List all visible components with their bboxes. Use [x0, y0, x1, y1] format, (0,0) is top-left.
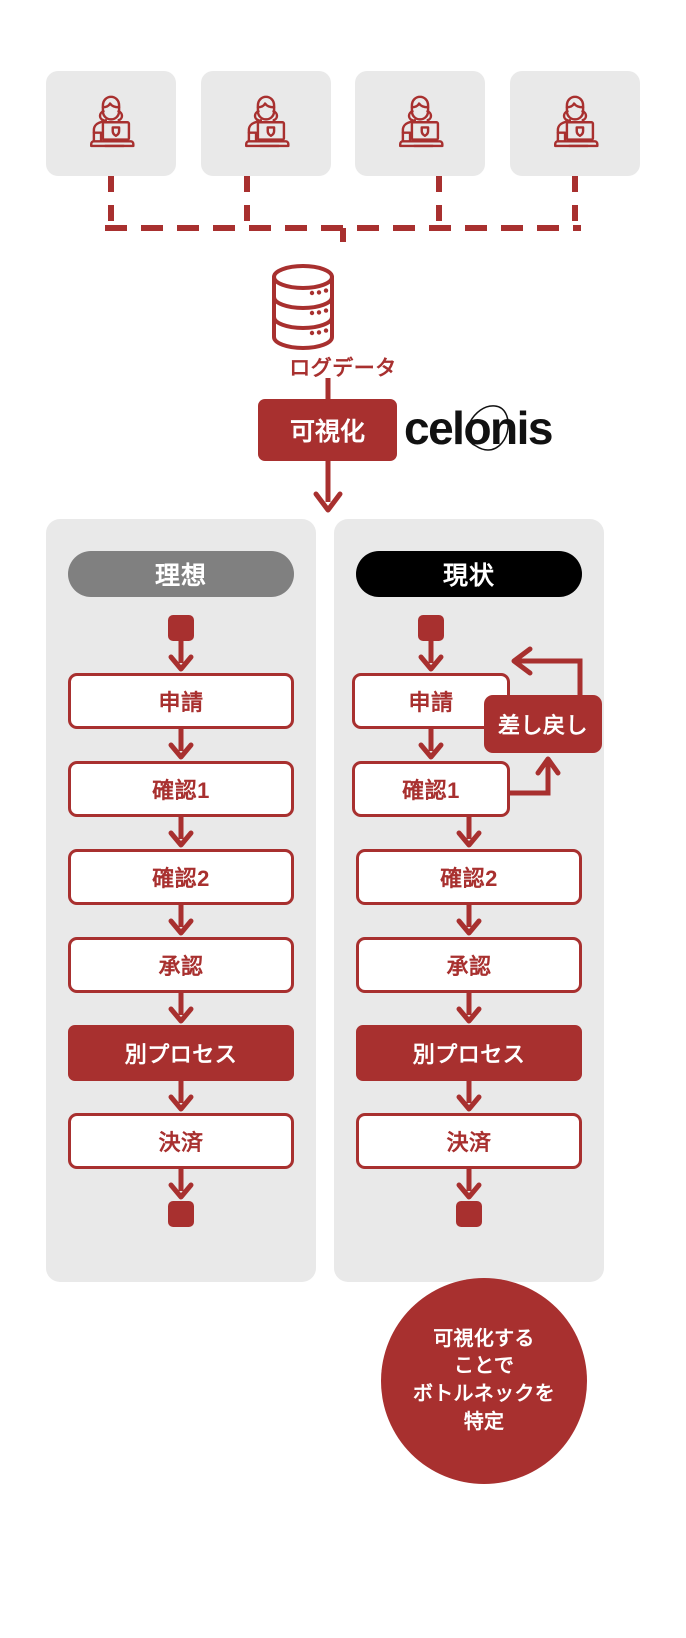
conclusion-line-4: 特定 — [463, 1410, 505, 1433]
database-label: ログデータ — [289, 357, 397, 380]
step-node[interactable]: 別プロセス — [68, 1025, 294, 1081]
flow-arrow — [456, 905, 482, 936]
flow-current: 申請 確認1 確認2 承認 別プロセス — [334, 615, 604, 1227]
panel-header-ideal: 理想 — [68, 551, 294, 597]
step-node[interactable]: 承認 — [356, 937, 582, 993]
step-node[interactable]: 確認2 — [68, 849, 294, 905]
start-terminator — [168, 615, 194, 641]
persona-card-1 — [46, 71, 176, 176]
conclusion-circle: 可視化する ことで ボトルネックを 特定 — [381, 1278, 587, 1484]
panel-ideal: 理想 申請 確認1 確認2 承認 — [46, 519, 316, 1282]
persona-card-3 — [355, 71, 486, 176]
svg-text:celonis: celonis — [404, 402, 552, 454]
panel-current: 現状 申請 確認1 確認2 承認 — [334, 519, 604, 1282]
person-laptop-icon — [538, 87, 612, 161]
step-node[interactable]: 確認1 — [352, 761, 510, 817]
flow-arrow — [456, 993, 482, 1024]
persona-card-row — [46, 71, 640, 176]
flow-ideal: 申請 確認1 確認2 承認 別プロセス — [46, 615, 316, 1227]
conclusion-line-3: ボトルネックを — [412, 1383, 556, 1405]
step-node[interactable]: 確認2 — [356, 849, 582, 905]
step-node[interactable]: 決済 — [356, 1113, 582, 1169]
step-node[interactable]: 申請 — [68, 673, 294, 729]
flow-arrow — [168, 993, 194, 1024]
end-terminator — [168, 1201, 194, 1227]
person-laptop-icon — [74, 87, 148, 161]
panel-header-current: 現状 — [356, 551, 582, 597]
arrow-visualize-to-panels — [313, 458, 343, 513]
step-node[interactable]: 決済 — [68, 1113, 294, 1169]
flow-arrow — [456, 1081, 482, 1112]
step-node[interactable]: 承認 — [68, 937, 294, 993]
flow-arrow — [456, 1169, 482, 1200]
flow-arrow — [418, 641, 444, 672]
flow-arrow — [168, 905, 194, 936]
person-laptop-icon — [383, 87, 457, 161]
flow-arrow — [168, 729, 194, 760]
step-node[interactable]: 別プロセス — [356, 1025, 582, 1081]
flow-arrow — [168, 817, 194, 848]
visualize-badge: 可視化 — [258, 399, 397, 461]
start-terminator — [418, 615, 444, 641]
celonis-logo: celonis — [404, 400, 564, 460]
persona-card-4 — [509, 71, 640, 176]
flow-arrow — [168, 1169, 194, 1200]
flow-arrow — [168, 641, 194, 672]
flow-arrow — [456, 817, 482, 848]
database-cylinder-icon — [263, 262, 343, 354]
flow-arrow — [168, 1081, 194, 1112]
person-laptop-icon — [229, 87, 303, 161]
conclusion-line-2: ことで — [453, 1355, 515, 1378]
step-node[interactable]: 申請 — [352, 673, 510, 729]
dashed-connector-bus — [104, 176, 581, 242]
conclusion-line-1: 可視化する — [433, 1327, 535, 1350]
flow-arrow — [418, 729, 444, 760]
persona-card-2 — [200, 71, 331, 176]
step-node[interactable]: 確認1 — [68, 761, 294, 817]
end-terminator — [456, 1201, 482, 1227]
connector-log-to-visualize — [325, 378, 331, 402]
